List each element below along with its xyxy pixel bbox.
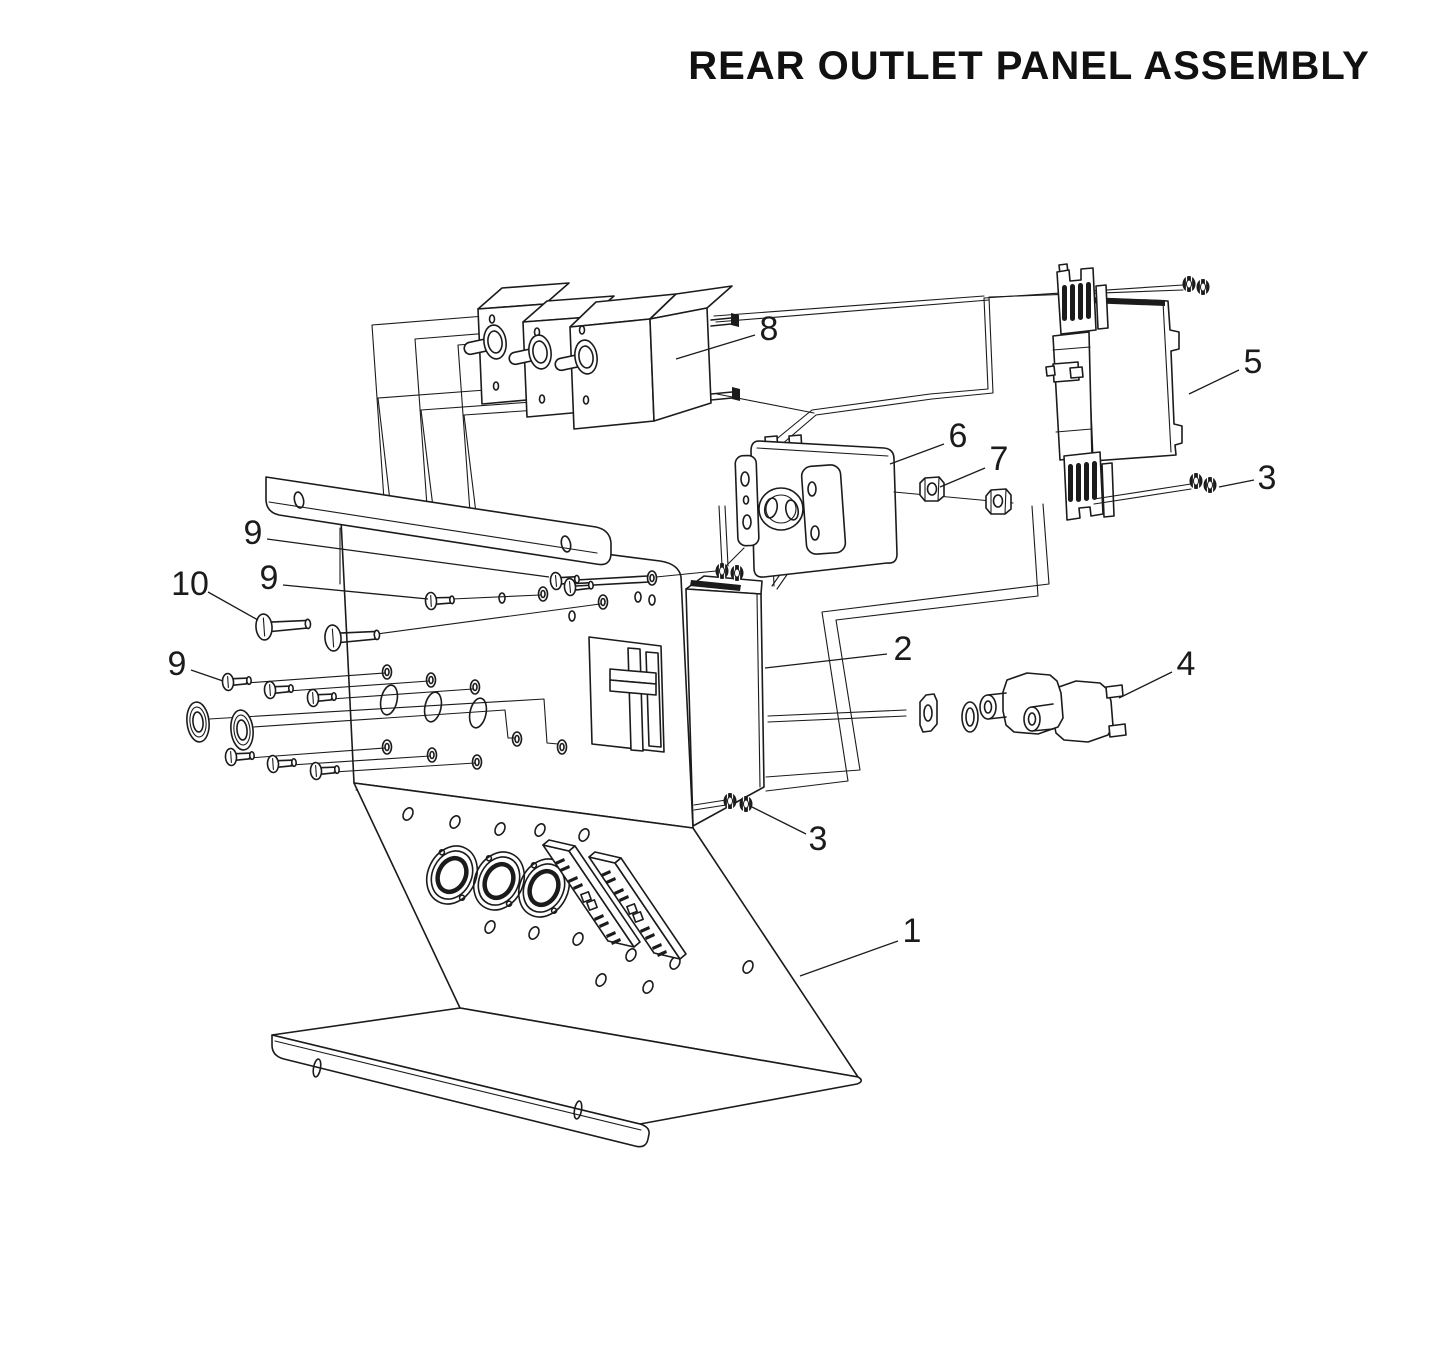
callout-label-5: 5 bbox=[1244, 343, 1263, 381]
screw bbox=[263, 679, 295, 700]
callout-label-9b: 9 bbox=[260, 559, 279, 597]
callouts-layer: 1 2 3 3 4 5 67 8 9 9 9 10 bbox=[168, 310, 1277, 977]
large-screw bbox=[254, 609, 313, 642]
callout-label-3a: 3 bbox=[1258, 459, 1277, 497]
top-flange-bar bbox=[265, 476, 612, 566]
base-plate bbox=[271, 1007, 863, 1125]
part-9-10-screws bbox=[184, 569, 717, 781]
panel-holes bbox=[379, 570, 756, 996]
callout-label-9c: 9 bbox=[168, 645, 187, 683]
callout-label-2: 2 bbox=[894, 630, 913, 668]
callout-leader-3b bbox=[751, 806, 807, 835]
callout-leader-9b bbox=[282, 584, 429, 600]
part-2-breaker-block bbox=[685, 575, 765, 827]
part-8-toggle-switches bbox=[463, 282, 740, 430]
diagram-title: REAR OUTLET PANEL ASSEMBLY bbox=[688, 44, 1370, 88]
callout-label-7: 7 bbox=[990, 440, 1009, 478]
callout-leader-8 bbox=[675, 334, 756, 360]
part-4-breakers bbox=[767, 672, 1127, 743]
callout-leader-1 bbox=[799, 940, 899, 977]
grommet bbox=[228, 708, 256, 752]
part-7-hex-nuts bbox=[893, 476, 1014, 515]
part-3-nuts bbox=[693, 275, 1218, 813]
screw bbox=[306, 687, 338, 708]
callout-leader-7 bbox=[939, 467, 986, 488]
callout-leader-9c bbox=[190, 669, 224, 682]
callout-leader-4 bbox=[1118, 671, 1173, 699]
callout-label-8: 8 bbox=[760, 310, 779, 348]
callout-label-4: 4 bbox=[1177, 645, 1196, 683]
part-5-contactor bbox=[1045, 263, 1183, 521]
callout-label-9a: 9 bbox=[244, 514, 263, 552]
callout-leader-9a bbox=[266, 538, 550, 578]
callout-label-3b: 3 bbox=[809, 820, 828, 858]
screw bbox=[221, 671, 253, 692]
callout-leader-5 bbox=[1188, 369, 1240, 395]
callout-leader-2 bbox=[764, 653, 888, 669]
panel-cutout-breaker-toggles bbox=[588, 636, 665, 753]
grommet bbox=[184, 700, 212, 744]
callout-leader-6 bbox=[889, 443, 945, 465]
callout-leader-10 bbox=[207, 591, 259, 621]
callout-leader-3a bbox=[1218, 479, 1255, 488]
callout-label-10: 10 bbox=[171, 565, 209, 603]
part-6-receptacle bbox=[734, 434, 898, 578]
screw bbox=[309, 760, 341, 781]
screw bbox=[266, 753, 298, 774]
callout-label-6: 6 bbox=[949, 417, 968, 455]
callout-label-1: 1 bbox=[903, 912, 922, 950]
